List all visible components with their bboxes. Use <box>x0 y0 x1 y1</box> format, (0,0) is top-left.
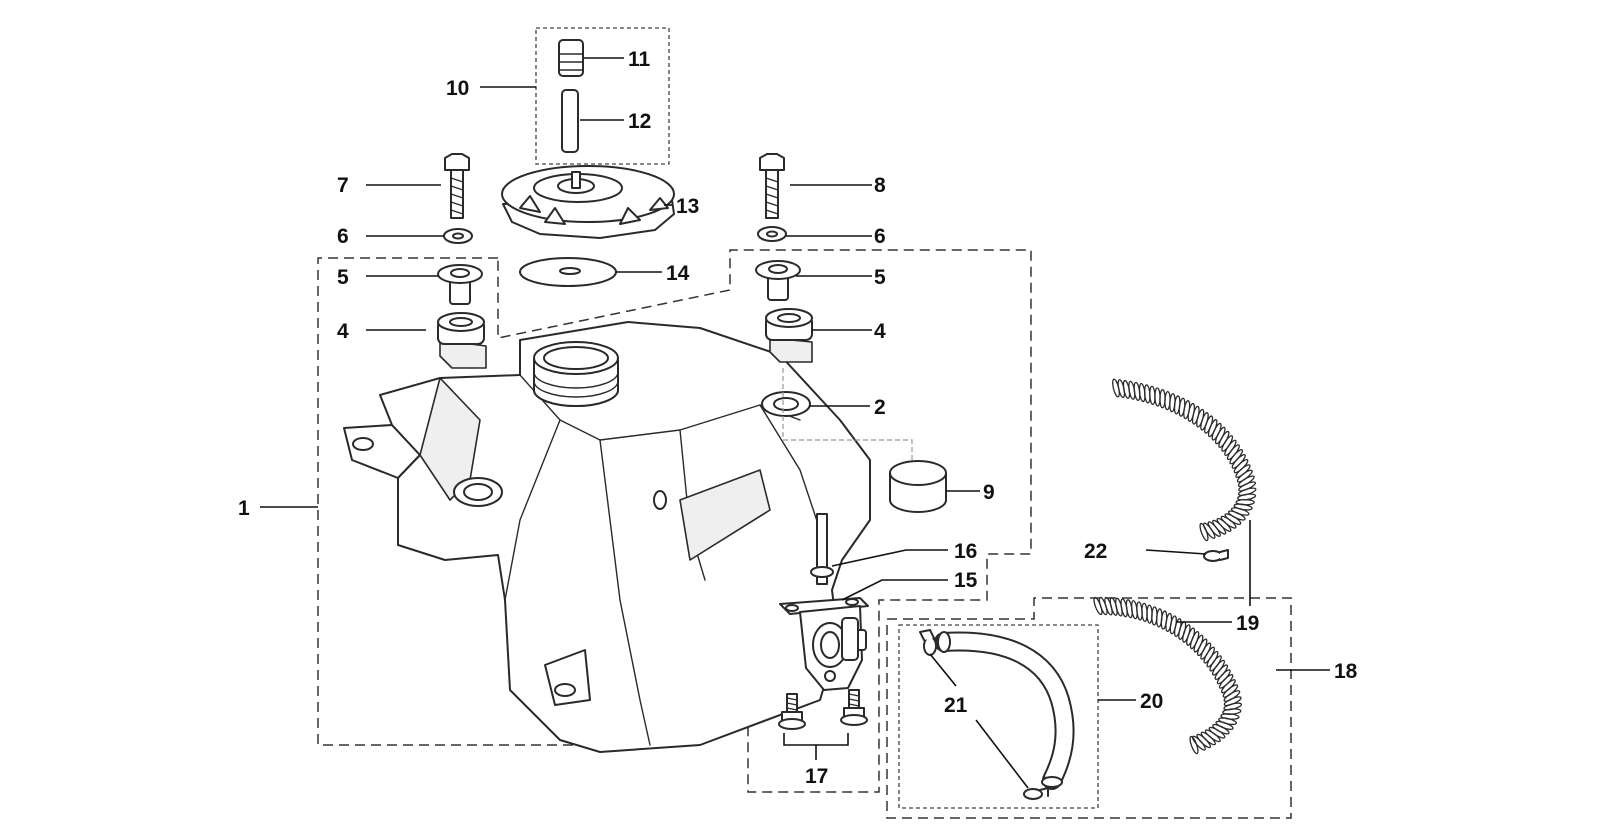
screw-17-right <box>840 689 868 726</box>
callout-7: 7 <box>337 174 349 197</box>
callout-5-left: 5 <box>337 266 349 289</box>
group-outline-hoses <box>886 597 1292 819</box>
hose-clamp-21-top <box>919 629 937 656</box>
bolt-8 <box>759 153 785 219</box>
spring-coil-turn <box>1114 597 1123 617</box>
callout-4-right: 4 <box>874 320 886 343</box>
fuel-cap-13 <box>501 165 675 239</box>
spring-19-upper <box>1112 378 1257 542</box>
spring-coil-turn <box>1117 379 1126 399</box>
spring-coil-turn <box>1189 735 1199 755</box>
collar-5-left <box>437 264 483 305</box>
callout-10: 10 <box>446 77 469 100</box>
callout-1: 1 <box>238 497 250 520</box>
callout-16: 16 <box>954 540 977 563</box>
spring-coil-turn <box>1104 596 1113 616</box>
callout-6-right: 6 <box>874 225 886 248</box>
washer-6-left <box>443 228 473 244</box>
callout-18: 18 <box>1334 660 1358 683</box>
spring-coil-turn <box>1109 597 1118 616</box>
callout-labels: 1 2 4 4 5 5 6 6 7 8 9 10 11 12 13 14 15 … <box>238 48 1358 788</box>
callout-2: 2 <box>874 396 886 419</box>
fuel-valve-15 <box>779 513 869 691</box>
washer-6-right <box>757 226 787 242</box>
breather-tube-12 <box>561 89 579 153</box>
group-outline-breather-hose <box>898 624 1099 809</box>
callout-14: 14 <box>666 262 690 285</box>
callout-15: 15 <box>954 569 978 592</box>
cap-gasket-14 <box>519 257 617 287</box>
callout-5-right: 5 <box>874 266 886 289</box>
spring-coil-turn <box>1098 596 1108 616</box>
hidden-line-2-to-9 <box>782 368 913 465</box>
callout-13: 13 <box>676 195 699 218</box>
grommet-4-right <box>765 308 813 363</box>
callout-22: 22 <box>1084 540 1107 563</box>
callout-11: 11 <box>628 48 651 71</box>
callout-6-left: 6 <box>337 225 349 248</box>
spring-coil-turn <box>1196 408 1205 428</box>
group-outline-cap-parts <box>535 27 670 165</box>
callout-21: 21 <box>944 694 968 717</box>
callout-12: 12 <box>628 110 651 133</box>
spring-coil-turn <box>1199 522 1209 542</box>
spring-coil-turn <box>1112 378 1120 398</box>
grommet-4-left <box>437 312 487 369</box>
screw-17-left <box>778 693 806 730</box>
spacer-9 <box>889 460 947 513</box>
callout-8: 8 <box>874 174 886 197</box>
leader-lines <box>260 57 1330 789</box>
callout-17: 17 <box>805 765 828 788</box>
cap-valve-11 <box>558 39 584 77</box>
hose-clamp-21-bottom <box>1023 787 1049 800</box>
collar-5-right <box>755 260 801 301</box>
callout-19: 19 <box>1236 612 1259 635</box>
spring-19-lower <box>1093 596 1243 755</box>
callout-4-left: 4 <box>337 320 349 343</box>
callout-20: 20 <box>1140 690 1163 713</box>
fuel-tank <box>343 321 871 753</box>
breather-hose-20 <box>934 631 1075 790</box>
bolt-7 <box>444 153 470 219</box>
spring-coil-turn <box>1093 596 1103 616</box>
callout-9: 9 <box>983 481 995 504</box>
hose-clamp-22 <box>1203 549 1229 562</box>
